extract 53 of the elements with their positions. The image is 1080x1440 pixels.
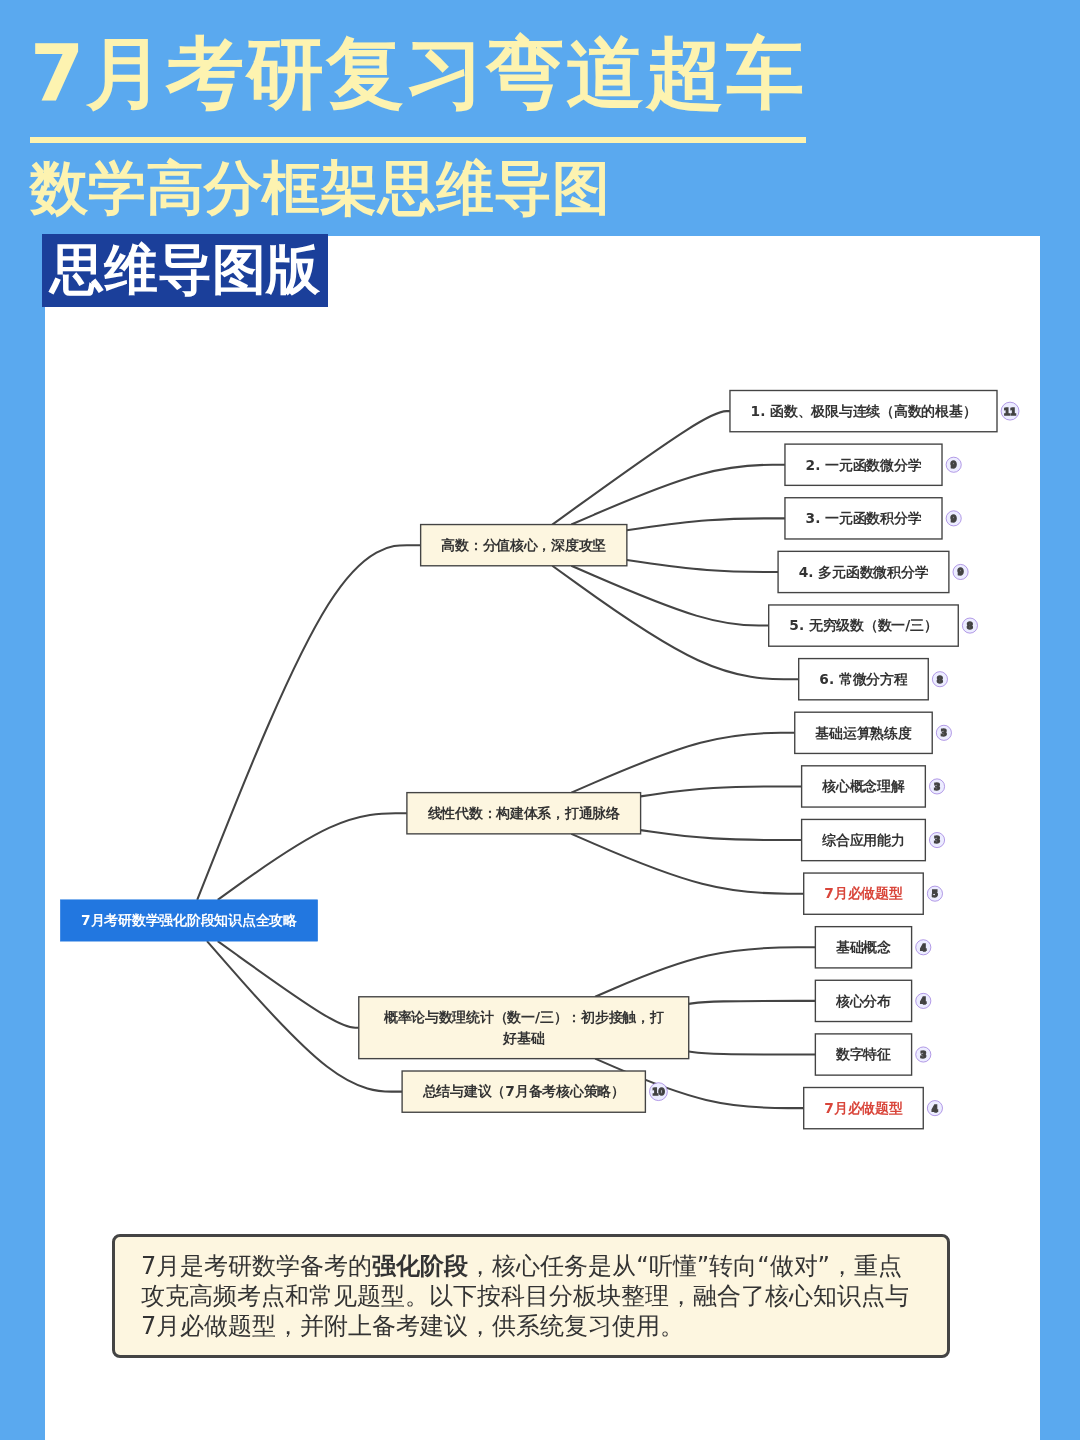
node-box: 3. 一元函数积分学 (784, 497, 943, 541)
node-box: 核心分布 (814, 979, 913, 1023)
connector (626, 559, 779, 574)
count-badge: 10 (649, 1082, 668, 1102)
node-box: 核心概念理解 (800, 765, 927, 809)
node-box: 5. 无穷级数（数一/三） (768, 604, 959, 648)
count-badge: 9 (945, 457, 962, 473)
count-badge: 4 (927, 1100, 943, 1117)
node-box: 1. 函数、极限与连续（高数的根基） (729, 390, 998, 433)
node-box: 4. 多元函数微积分学 (777, 551, 950, 594)
connector (196, 544, 421, 901)
connector (217, 812, 407, 902)
connector (626, 517, 785, 532)
note-box: 7月是考研数学备考的强化阶段，核心任务是从“听懂”转向“做对”，重点攻克高频考点和常见题型。以下按科目分板块整理，融合了核心知识点与7月必做题型，并附上备考建议，供系统复习使用。 (112, 1234, 950, 1358)
node-box: 数字特征 (814, 1033, 913, 1077)
connector (640, 785, 802, 798)
node-box: 线性代数：构建体系，打通脉络 (406, 792, 642, 835)
node-box: 总结与建议（7月备考核心策略） (401, 1070, 647, 1114)
connector (640, 829, 802, 842)
node-box: 基础概念 (814, 926, 913, 969)
node-box: 2. 一元函数微分学 (784, 443, 943, 487)
count-badge: 4 (915, 993, 932, 1010)
count-badge: 8 (932, 671, 948, 688)
node-box: 综合应用能力 (800, 819, 927, 862)
count-badge: 9 (945, 510, 962, 527)
connector (688, 1000, 816, 1006)
count-badge: 11 (1000, 402, 1020, 421)
count-badge: 3 (936, 725, 952, 742)
connector (551, 410, 730, 526)
subtitle: 数学高分框架思维导图 (30, 153, 610, 224)
count-badge: 3 (915, 1047, 932, 1063)
count-badge: 5 (927, 886, 943, 902)
title: 7月考研复习弯道超车 (30, 22, 807, 143)
count-badge: 8 (962, 618, 978, 634)
connector (206, 940, 403, 1094)
node-box: 高数：分值核心，深度攻坚 (419, 524, 628, 567)
count-badge: 4 (915, 939, 932, 956)
node-box: 基础运算熟练度 (794, 711, 933, 755)
count-badge: 3 (929, 832, 945, 849)
connector (570, 732, 795, 794)
connector (217, 940, 359, 1030)
node-box: 7月必做题型 (803, 872, 924, 916)
connector (594, 946, 816, 999)
connector (551, 565, 799, 681)
connector (570, 464, 785, 526)
node-box: 7月必做题型 (803, 1087, 924, 1130)
count-badge: 9 (952, 564, 969, 581)
tag-label: 思维导图版 (42, 234, 328, 307)
node-box: 概率论与数理统计（数一/三）：初步接触，打好基础 (358, 996, 690, 1060)
connector (688, 1050, 816, 1056)
node-box: 6. 常微分方程 (798, 658, 929, 701)
node-box: 7月考研数学强化阶段知识点全攻略 (60, 899, 318, 942)
count-badge: 3 (929, 778, 945, 795)
